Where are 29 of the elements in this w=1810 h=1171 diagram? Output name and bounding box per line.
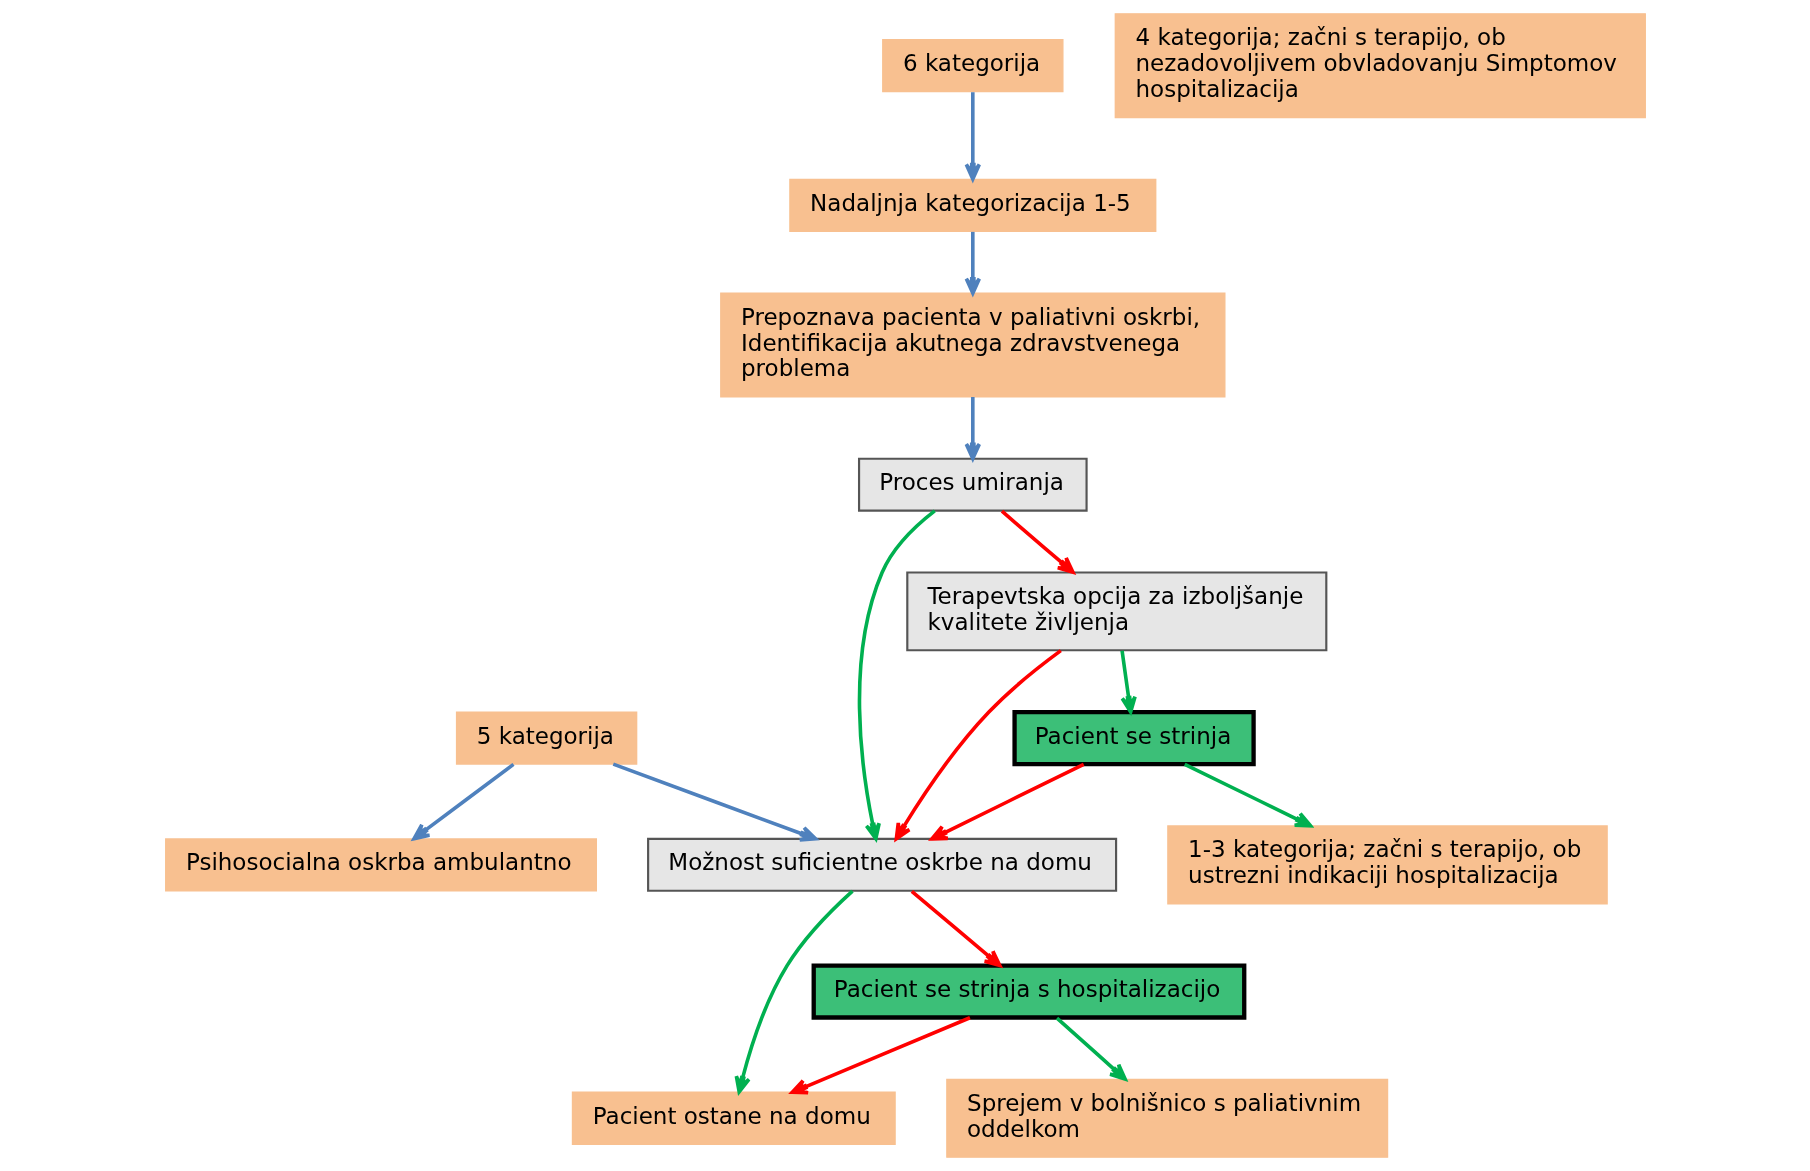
node-box: 5 kategorija (455, 711, 637, 765)
arrow (411, 762, 515, 841)
arrow (734, 889, 854, 1094)
arrow (964, 231, 981, 295)
arrow (1183, 762, 1312, 828)
node-box: 1-3 kategorija; začni s terapijo, ob ustrezni indikaciji hospitalizacija (1166, 825, 1608, 905)
node-box: Nadaljnja kategorizacija 1-5 (788, 178, 1156, 232)
node-box: Pacient ostane na domu (571, 1091, 896, 1145)
arrow (964, 92, 981, 181)
node-box: Terapevtska opcija za izboljšanje kvalitete življenja (905, 571, 1327, 652)
node-box: Pacient se strinja (1011, 710, 1256, 767)
arrow (1000, 509, 1075, 575)
arrow (929, 762, 1084, 841)
arrow (964, 397, 981, 461)
arrow (1119, 650, 1137, 714)
node-box: 4 kategorija; začni s terapijo, ob nezadovoljivem obvladovanju Simptomov hospitalizacija (1114, 13, 1646, 119)
node-box: Proces umiranja (857, 457, 1088, 512)
arrow (857, 509, 936, 841)
arrow (612, 762, 817, 842)
node-box: 6 kategorija (881, 39, 1064, 93)
node-box: Možnost suficientne oskrbe na domu (646, 837, 1117, 892)
arrow (1055, 1016, 1127, 1081)
arrow (894, 649, 1062, 841)
arrow (910, 889, 1002, 968)
node-box: Pacient se strinja s hospitalizacijo (811, 963, 1246, 1020)
node-box: Prepoznava pacienta v paliativni oskrbi, Identifikacija akutnega zdravstvenega problema (719, 292, 1225, 398)
node-box: Sprejem v bolnišnico s paliativnim oddelkom (945, 1078, 1388, 1158)
node-box: Psihosocialna oskrba ambulantno (164, 838, 597, 892)
arrow (789, 1016, 971, 1095)
